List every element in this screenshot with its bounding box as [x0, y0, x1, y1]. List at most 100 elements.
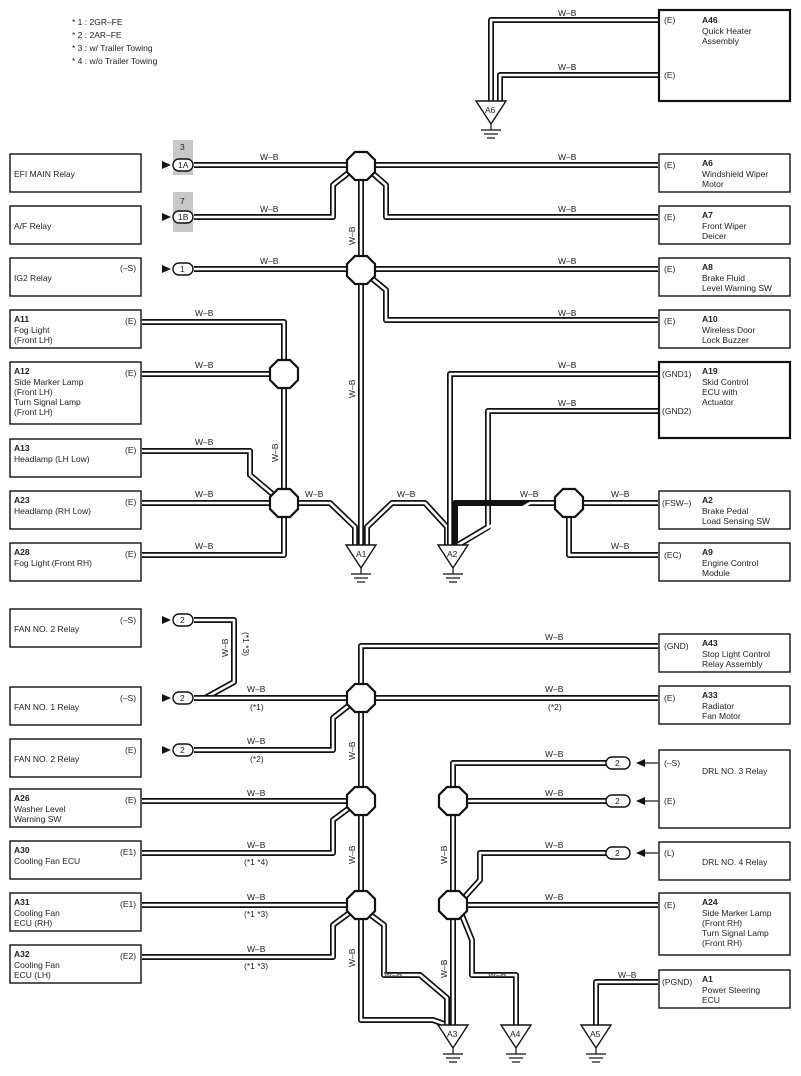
wire-label: W–B: [558, 62, 577, 72]
a19-pin: (GND1): [662, 369, 691, 379]
efi-main-relay-box: [9, 153, 142, 193]
a12-code: A12: [14, 366, 30, 376]
a24-code: A24: [702, 897, 718, 907]
fan-no2-relay-e-label: FAN NO. 2 Relay: [14, 754, 80, 764]
a30-line: Cooling Fan ECU: [14, 856, 80, 866]
wire-label: W–B: [270, 443, 280, 462]
note-4: * 4 : w/o Trailer Towing: [72, 56, 158, 66]
a9-line: Module: [702, 568, 730, 578]
a10-line: Wireless Door: [702, 325, 756, 335]
wire-label: W–B: [545, 632, 564, 642]
ground-a5-label: A5: [590, 1029, 601, 1039]
junction: [345, 682, 377, 714]
wire-label: W–B: [558, 204, 577, 214]
junctions: [268, 150, 585, 921]
wire-label: W–B: [220, 638, 230, 657]
ig2-relay-pin: (–S): [120, 263, 136, 273]
junction: [345, 150, 377, 182]
a2-code: A2: [702, 495, 713, 505]
wire-label: W–B: [545, 684, 564, 694]
af-relay-box: [9, 205, 142, 245]
a13-line: Headlamp (LH Low): [14, 454, 90, 464]
a8-pin: (E): [664, 264, 676, 274]
ground-a5: A5: [579, 1024, 613, 1063]
wire-label: W–B: [397, 489, 416, 499]
ground-a4: A4: [499, 1024, 533, 1063]
note-2: * 2 : 2AR–FE: [72, 30, 122, 40]
wire-label: W–B: [520, 489, 539, 499]
a31-line: Cooling Fan: [14, 908, 60, 918]
a6-code: A6: [702, 158, 713, 168]
a1-line: ECU: [702, 995, 720, 1005]
wire-label: W–B: [545, 840, 564, 850]
wire-label: W–B: [347, 948, 357, 967]
a26-line: Washer Level: [14, 804, 66, 814]
right-connectors: 2 2 2: [605, 756, 658, 860]
a10-line: Lock Buzzer: [702, 335, 749, 345]
a1-code: A1: [702, 974, 713, 984]
a33-code: A33: [702, 690, 718, 700]
fan-no2-relay-e-box: [9, 738, 142, 778]
fan-no1-relay-label: FAN NO. 1 Relay: [14, 702, 80, 712]
efi-main-relay-label: EFI MAIN Relay: [14, 169, 76, 179]
a8-code: A8: [702, 262, 713, 272]
ground-a3: A3: [436, 1024, 470, 1063]
wire-label: W–B: [247, 684, 266, 694]
a11-code: A11: [14, 314, 29, 324]
junction: [345, 785, 377, 817]
drl4-l-connector: 2: [615, 848, 620, 858]
wire-label: W–B: [195, 437, 214, 447]
ground-symbols: A6 A1 A2 A3 A4: [344, 100, 613, 1063]
junction: [437, 889, 469, 921]
a12-line: Turn Signal Lamp: [14, 397, 81, 407]
a46-pin: (E): [664, 15, 676, 25]
drl-no4-label: DRL NO. 4 Relay: [702, 857, 768, 867]
wire-label: W–B: [347, 741, 357, 760]
wire-label: W–B: [439, 845, 449, 864]
connector-1b: 1B: [178, 212, 189, 222]
variant-notes: * 1 : 2GR–FE * 2 : 2AR–FE * 3 : w/ Trail…: [72, 17, 158, 66]
fan-no2-relay-label: FAN NO. 2 Relay: [14, 624, 80, 634]
wire-label: W–B: [558, 398, 577, 408]
a6-line: Windshield Wiper: [702, 169, 768, 179]
a24-line: Turn Signal Lamp: [702, 928, 769, 938]
connector-1a: 1A: [178, 160, 189, 170]
a24-pin: (E): [664, 900, 676, 910]
ground-a6: A6: [474, 100, 508, 139]
a43-pin: (GND): [664, 641, 689, 651]
a11-line: (Front LH): [14, 335, 53, 345]
junction: [345, 254, 377, 286]
a32-code: A32: [14, 949, 30, 959]
wire-label: W–B: [347, 226, 357, 245]
drl-no3-pin: (–S): [664, 758, 680, 768]
a19-line: Skid Control: [702, 377, 748, 387]
a46-code: A46: [702, 15, 718, 25]
a12-line: Side Marker Lamp: [14, 377, 84, 387]
wire-label: W–B: [558, 152, 577, 162]
a2-pin: (FSW–): [662, 498, 691, 508]
note-3: * 3 : w/ Trailer Towing: [72, 43, 153, 53]
connector-tag-7: 7: [180, 196, 185, 206]
a26-pin: (E): [125, 795, 137, 805]
fan-no2-relay-pin: (–S): [120, 615, 136, 625]
ground-a6-label: A6: [485, 105, 496, 115]
wire-label: W–B: [247, 736, 266, 746]
a43-line: Relay Assembly: [702, 659, 763, 669]
ground-a4-label: A4: [510, 1029, 521, 1039]
a19-line: Actuator: [702, 397, 734, 407]
junction: [268, 358, 300, 390]
fan-no2-relay-box: [9, 608, 142, 648]
a43-line: Stop Light Control: [702, 649, 770, 659]
wire-label: W–B: [247, 840, 266, 850]
a10-pin: (E): [664, 316, 676, 326]
variant-tag: (*1): [250, 702, 264, 712]
a23-code: A23: [14, 495, 30, 505]
drl-no3-label: DRL NO. 3 Relay: [702, 766, 768, 776]
a32-pin: (E2): [120, 951, 136, 961]
wire-label: W–B: [558, 360, 577, 370]
right-component-boxes: A46 Quick Heater Assembly (E) (E) A6 Win…: [657, 8, 792, 1009]
a11-pin: (E): [125, 316, 137, 326]
wire-label: W–B: [558, 8, 577, 18]
a33-line: Fan Motor: [702, 711, 741, 721]
ground-a2: A2: [436, 544, 470, 583]
